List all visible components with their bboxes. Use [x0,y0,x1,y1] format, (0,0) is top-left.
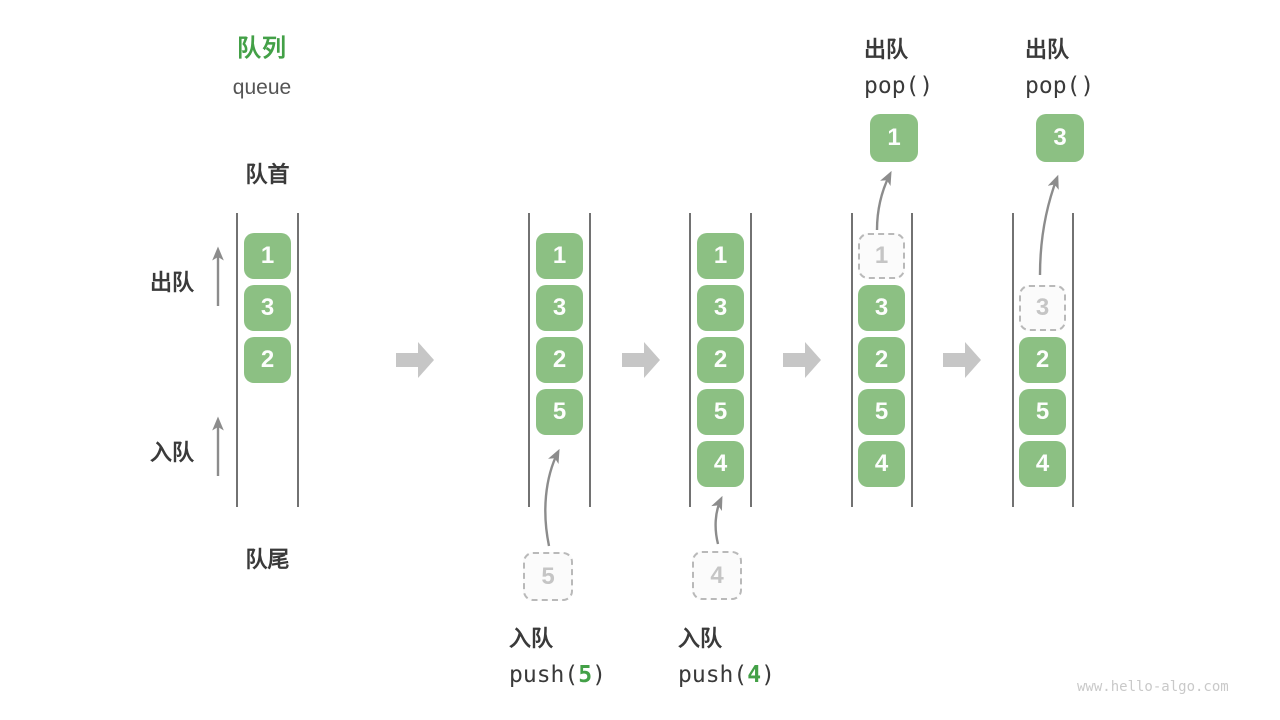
queue-front-label: 队首 [245,162,290,187]
queue-rear-label: 队尾 [245,547,290,572]
queue-item: 2 [697,337,744,383]
push5-arrow-icon [544,448,560,547]
queue-item: 2 [244,337,291,383]
push-close-text: ) [592,662,606,688]
push-label-code: push(4) [678,662,775,688]
incoming-item-ghost: 4 [692,551,742,600]
incoming-item-ghost: 5 [523,552,573,601]
diagram-title: 队列 queue [202,28,322,100]
push-operation-label: 入队 push(5) [509,621,606,688]
queue-wall-lines [236,213,1074,507]
push-arg-text: 5 [578,662,593,688]
pop-label-zh: 出队 [1025,37,1070,62]
push-fn-text: push( [509,662,579,688]
outgoing-item-ghost: 1 [858,233,905,279]
popped-item: 1 [870,114,918,162]
pop-operation-label: 出队 pop() [1025,32,1094,99]
pop3-arrow-icon [1038,174,1059,276]
title-en: queue [232,76,292,99]
queue-item: 3 [536,285,583,331]
queue-item: 2 [1019,337,1066,383]
push-close-text: ) [761,662,775,688]
next-step-arrow-icon [943,342,981,378]
queue-item: 1 [697,233,744,279]
popped-item: 3 [1036,114,1084,162]
queue-item: 1 [244,233,291,279]
next-step-arrow-icon [783,342,821,378]
next-step-arrow-icon [396,342,434,378]
push-label-zh: 入队 [509,626,554,651]
queue-item: 1 [536,233,583,279]
pop-label-zh: 出队 [864,37,909,62]
queue-item: 3 [697,285,744,331]
push-fn-text: push( [678,662,748,688]
push-arg-text: 4 [747,662,762,688]
title-zh: 队列 [237,35,287,62]
pop-operation-label: 出队 pop() [864,32,933,99]
queue-item: 4 [1019,441,1066,487]
push4-arrow-icon [711,495,723,545]
queue-item: 2 [536,337,583,383]
queue-item: 2 [858,337,905,383]
push-label-zh: 入队 [678,626,723,651]
queue-item: 5 [858,389,905,435]
pop1-arrow-icon [875,170,892,231]
outgoing-item-ghost: 3 [1019,285,1066,331]
watermark: www.hello-algo.com [1077,679,1229,695]
queue-item: 4 [858,441,905,487]
queue-item: 3 [858,285,905,331]
queue-item: 5 [1019,389,1066,435]
next-step-arrow-icon [622,342,660,378]
push-operation-label: 入队 push(4) [678,621,775,688]
queue-item: 4 [697,441,744,487]
pop-label-code: pop() [1025,73,1095,99]
pop-label-code: pop() [864,73,934,99]
queue-item: 5 [697,389,744,435]
push-label-code: push(5) [509,662,606,688]
operation-arrow-icons [544,170,1059,547]
dequeue-side-label: 出队 [150,270,195,295]
queue-item: 3 [244,285,291,331]
enqueue-side-label: 入队 [150,440,195,465]
queue-item: 5 [536,389,583,435]
